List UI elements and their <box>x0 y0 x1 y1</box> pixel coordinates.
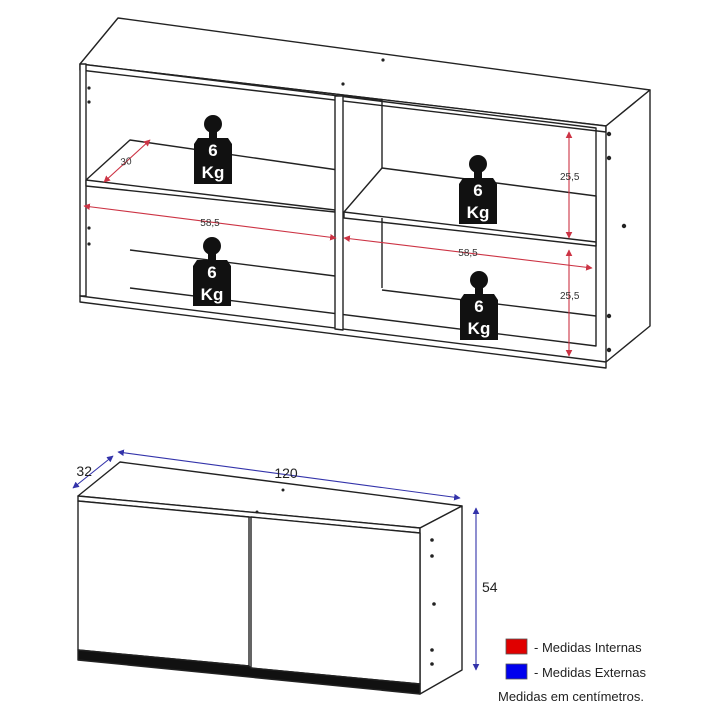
right-door <box>250 516 421 685</box>
external-dimensions <box>72 449 480 671</box>
cabinet-top <box>79 17 651 127</box>
legend-external-label: - Medidas Externas <box>534 665 646 680</box>
legend: - Medidas Internas - Medidas Externas Me… <box>498 638 646 704</box>
ext-width-dim-line <box>117 449 461 501</box>
weight-value: 6 <box>207 263 216 282</box>
internal-dimensions <box>83 131 593 357</box>
weight-value: 6 <box>208 141 217 160</box>
cabinet-right-side <box>605 89 651 363</box>
center-divider <box>334 95 344 331</box>
weight-icon-bottom-left: 6 Kg <box>193 237 231 306</box>
width-dim-line-right <box>343 235 593 271</box>
closed-cabinet-drawing <box>77 461 463 695</box>
ext-height-label: 54 <box>482 579 498 595</box>
height-label-bottom: 25,5 <box>560 291 580 302</box>
width-dim-line-left <box>83 203 337 241</box>
legend-external-swatch <box>505 663 528 680</box>
width-label-left: 58,5 <box>200 218 220 229</box>
weight-icon-top-left: 6 Kg <box>194 115 232 184</box>
weight-unit: Kg <box>468 319 491 338</box>
weight-icon-top-right: 6 Kg <box>459 155 497 224</box>
open-cabinet-drawing <box>79 17 651 369</box>
ext-depth-dim-line <box>72 455 114 489</box>
weight-unit: Kg <box>467 203 490 222</box>
ext-depth-label: 32 <box>76 463 92 479</box>
closed-cabinet-base <box>77 649 421 695</box>
legend-note: Medidas em centímetros. <box>498 689 644 704</box>
cabinet-bottom-edge <box>79 295 607 369</box>
cabinet-left-side <box>79 63 87 297</box>
weight-value: 6 <box>473 181 482 200</box>
weight-icon-bottom-right: 6 Kg <box>460 271 498 340</box>
ext-width-label: 120 <box>274 465 298 481</box>
weight-value: 6 <box>474 297 483 316</box>
depth-dim-line <box>103 139 151 183</box>
depth-label: 30 <box>120 156 133 169</box>
cabinet-floor-left <box>129 249 336 277</box>
height-label-top: 25,5 <box>560 172 580 183</box>
closed-cabinet-right-side <box>419 505 463 695</box>
weight-unit: Kg <box>201 285 224 304</box>
width-label-right: 58,5 <box>458 248 478 259</box>
legend-internal-label: - Medidas Internas <box>534 640 642 655</box>
left-door <box>77 500 250 667</box>
legend-internal-swatch <box>505 638 528 655</box>
weight-unit: Kg <box>202 163 225 182</box>
